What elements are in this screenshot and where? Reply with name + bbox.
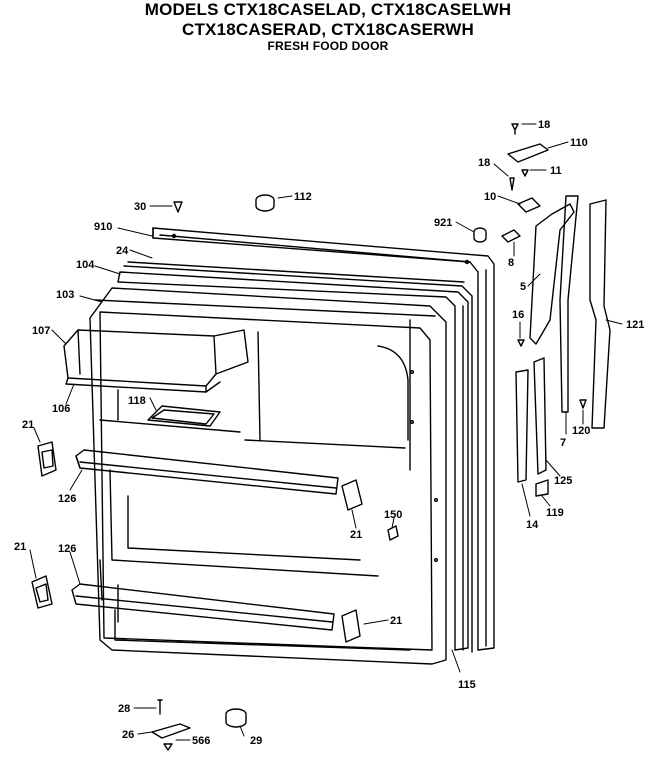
callout-119: 119 [546,507,564,519]
shelf-cap-right-upper [341,479,363,511]
screw-30 [173,201,183,213]
screw-18-top [511,123,519,135]
door-outer-panel [152,227,495,651]
hinge-plate-8 [501,229,521,243]
screw-566 [163,743,173,751]
callout-103: 103 [56,289,74,301]
pin-28 [157,699,163,715]
dairy-compartment-door [63,329,249,393]
shelf-bar-upper [75,449,339,495]
butter-tray [147,405,221,427]
door-stop-921 [473,227,487,243]
handle-end-125 [533,357,547,475]
callout-28: 28 [118,703,130,715]
callout-16: 16 [512,309,524,321]
handle-7 [559,195,579,413]
callout-115: 115 [458,679,476,691]
callout-8: 8 [508,257,514,269]
clip-150 [387,525,399,541]
shelf-cap-right-lower [341,609,361,643]
callout-120: 120 [572,425,590,437]
callout-labels: 18 110 18 11 10 921 8 5 121 16 7 120 125… [14,119,644,747]
callout-21-left-upper: 21 [22,419,34,431]
callout-18-top: 18 [538,119,550,131]
diagram-subtitle: FRESH FOOD DOOR [267,39,389,53]
handle-trim-121 [589,199,611,429]
diagram-title-models-line2: CTX18CASERAD, CTX18CASERWH [181,20,475,39]
door-gasket [117,261,473,653]
callout-126-upper: 126 [58,493,76,505]
callout-921: 921 [434,217,452,229]
cap-29 [225,708,247,728]
callout-7: 7 [560,437,566,449]
leader-lines [29,123,623,741]
callout-118: 118 [128,395,146,407]
callout-566: 566 [192,735,210,747]
callout-14: 14 [526,519,539,531]
diagram-title-models-line1: MODELS CTX18CASELAD, CTX18CASELWH [144,0,512,19]
callout-21-left-lower: 21 [14,541,26,553]
hinge-bracket-10 [517,197,541,213]
callout-29: 29 [250,735,262,747]
callout-30: 30 [134,201,146,213]
callout-26: 26 [122,729,134,741]
handle-cap-119 [535,479,549,497]
callout-150: 150 [384,509,402,521]
callout-18-mid: 18 [478,157,490,169]
plug-112 [255,194,275,212]
callout-110: 110 [570,137,588,149]
callout-21-right-lower: 21 [390,615,402,627]
screw-120 [579,399,587,409]
callout-11: 11 [550,165,562,177]
callout-910: 910 [94,221,112,233]
shelf-cap-left-upper [37,441,57,477]
callout-104: 104 [76,259,95,271]
screw-11 [521,169,529,177]
shelf-cap-left-lower [31,575,53,609]
callout-10: 10 [484,191,496,203]
callout-5: 5 [520,281,526,293]
callout-121: 121 [626,319,644,331]
screw-16 [517,339,525,347]
handle-strip-14 [515,369,529,483]
hinge-cover [507,143,549,163]
bracket-26 [151,723,191,739]
callout-126-lower: 126 [58,543,76,555]
screw-18-mid [509,177,515,191]
callout-112: 112 [294,191,312,203]
shelf-bar-lower [71,583,335,631]
handle-bracket-5 [529,203,575,345]
door-liner [89,287,447,665]
callout-125: 125 [554,475,572,487]
callout-21-right-upper: 21 [350,529,362,541]
callout-106: 106 [52,403,70,415]
callout-107: 107 [32,325,50,337]
callout-24: 24 [116,245,129,257]
